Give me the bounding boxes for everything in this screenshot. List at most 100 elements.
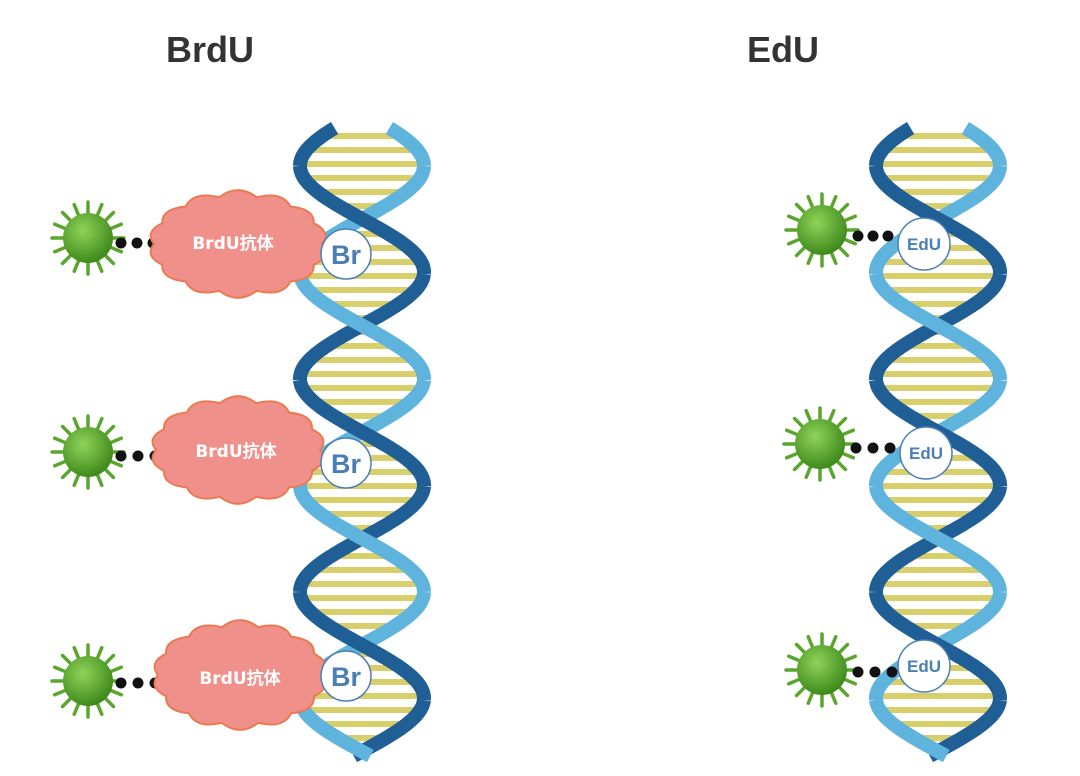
dye-spike [784, 428, 800, 437]
dye-spike [108, 222, 124, 231]
br-tag-circle [320, 228, 372, 280]
dye-spike [103, 424, 116, 437]
linker-dots [852, 666, 898, 678]
linker-dot [882, 230, 894, 242]
edu-tag-circle [899, 426, 953, 480]
dye-spike [72, 701, 81, 717]
dye-spike [786, 214, 802, 223]
dye-spike [60, 253, 73, 266]
dye-spike [827, 464, 836, 480]
dye-spike [806, 194, 815, 210]
dye-spike [794, 642, 807, 655]
dye-spike [806, 690, 815, 706]
dye-spike [72, 258, 81, 274]
dye-spike [837, 202, 850, 215]
brdu-label-unit: BrdU抗体 Br [50, 619, 372, 731]
linker-dot [132, 450, 144, 462]
antibody-label: BrdU抗体 [199, 668, 281, 689]
dye-spike [72, 202, 81, 218]
dna-strand-front [961, 122, 1007, 167]
dye-spike [95, 701, 104, 717]
dye-spike [837, 245, 850, 258]
dye-spike [804, 464, 813, 480]
brdu-label-unit: BrdU抗体 Br [50, 189, 372, 299]
dye-spike [840, 428, 856, 437]
dna-strand-front [293, 378, 431, 486]
dye-spike [60, 696, 73, 709]
fluorescent-dye-icon [50, 200, 126, 276]
dye-spike [837, 685, 850, 698]
dye-spike [60, 467, 73, 480]
dye-spike [827, 408, 836, 424]
dye-spike [72, 645, 81, 661]
edu-tag-label: EdU [909, 444, 943, 463]
dye-spike [792, 416, 805, 429]
brdu-title: BrdU [166, 29, 254, 70]
dna-strand-front [293, 165, 432, 275]
dye-core [795, 419, 845, 469]
edu-tag-label: EdU [907, 657, 941, 676]
br-tag-label: Br [331, 662, 361, 692]
linker-dot [115, 237, 127, 249]
dna-strand-back [869, 122, 915, 167]
dna-strand-front [293, 272, 431, 380]
dye-spike [52, 688, 68, 697]
dye-core [63, 213, 113, 263]
dna-strand-front [869, 272, 1007, 380]
antibody-cloud [151, 395, 325, 505]
dye-spike [792, 459, 805, 472]
linker-dots [850, 442, 896, 454]
dye-spike [95, 645, 104, 661]
dye-spike [103, 253, 116, 266]
fluorescent-dye-icon [782, 406, 858, 482]
dye-spike [842, 654, 858, 663]
dye-core [63, 656, 113, 706]
dye-spike [52, 436, 68, 445]
dye-spike [103, 210, 116, 223]
linker-dot [115, 677, 127, 689]
linker-dot [869, 666, 881, 678]
antibody-label: BrdU抗体 [195, 441, 277, 462]
dye-spike [108, 665, 124, 674]
dye-spike [829, 250, 838, 266]
dna-strand-front [293, 591, 432, 701]
fluorescent-dye-icon [50, 643, 126, 719]
linker-dot [852, 230, 864, 242]
br-tag-circle [320, 437, 372, 489]
dye-spike [108, 459, 124, 468]
dna-strand-front [869, 165, 1008, 275]
edu-label-unit: EdU [784, 632, 951, 708]
dye-spike [794, 202, 807, 215]
linker-dot [115, 450, 127, 462]
dye-spike [840, 451, 856, 460]
br-tag-circle [320, 650, 372, 702]
br-tag-label: Br [331, 449, 361, 479]
antibody-label: BrdU抗体 [192, 233, 274, 254]
dye-spike [835, 459, 848, 472]
dye-spike [842, 677, 858, 686]
dye-spike [72, 416, 81, 432]
dye-spike [829, 194, 838, 210]
cloud-shape [153, 619, 327, 731]
dye-spike [52, 245, 68, 254]
dye-spike [95, 202, 104, 218]
dye-spike [842, 237, 858, 246]
fluorescent-dye-icon [50, 414, 126, 490]
br-tag-label: Br [331, 240, 361, 270]
dye-spike [794, 685, 807, 698]
dye-spike [103, 653, 116, 666]
dye-spike [103, 696, 116, 709]
dye-spike [829, 634, 838, 650]
dye-spike [786, 677, 802, 686]
dye-spike [72, 472, 81, 488]
dye-spike [842, 214, 858, 223]
dye-core [797, 205, 847, 255]
dye-core [797, 645, 847, 695]
dye-spike [108, 436, 124, 445]
dye-spike [108, 245, 124, 254]
linker-dot [884, 442, 896, 454]
dye-spike [95, 258, 104, 274]
dye-spike [786, 654, 802, 663]
dye-spike [806, 250, 815, 266]
